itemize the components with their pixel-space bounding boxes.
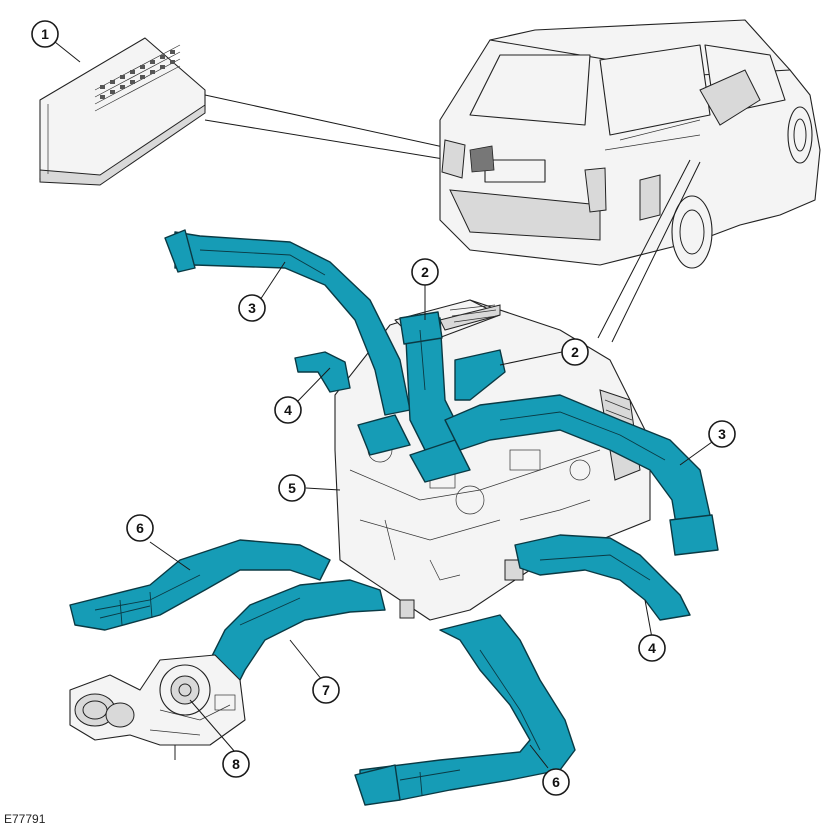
callout-2-right: 2 — [561, 338, 589, 366]
svg-text:3: 3 — [718, 426, 726, 442]
duct-4-right — [514, 534, 691, 621]
leader-line — [204, 119, 481, 166]
callout-6-right: 6 — [542, 768, 570, 796]
svg-text:6: 6 — [552, 774, 560, 790]
filter-module-part — [39, 37, 206, 186]
duct-outlet-3-right — [669, 514, 719, 556]
callout-4-right: 4 — [638, 634, 666, 662]
callout-3-right: 3 — [708, 420, 736, 448]
duct-3-left — [174, 231, 411, 416]
callout-2-top: 2 — [411, 258, 439, 286]
callout-5: 5 — [278, 474, 306, 502]
duct-assembly — [69, 229, 719, 806]
svg-text:7: 7 — [322, 682, 330, 698]
duct-6-left — [69, 539, 331, 631]
callout-3-left: 3 — [238, 294, 266, 322]
svg-text:4: 4 — [284, 402, 292, 418]
svg-text:8: 8 — [232, 756, 240, 772]
duct-2-right — [454, 349, 506, 401]
svg-text:6: 6 — [136, 520, 144, 536]
leader-line — [597, 159, 691, 339]
callout-4-left: 4 — [274, 396, 302, 424]
duct-center-lower-2 — [409, 439, 471, 483]
callout-leaders — [54, 41, 713, 769]
duct-4-left — [294, 351, 351, 393]
svg-text:2: 2 — [421, 264, 429, 280]
svg-text:5: 5 — [288, 480, 296, 496]
svg-text:2: 2 — [571, 344, 579, 360]
duct-center-lower — [357, 414, 411, 456]
leader-line — [611, 161, 701, 343]
blower-motor-part — [69, 654, 246, 760]
callouts: 1 2 2 3 3 4 4 5 — [31, 20, 736, 796]
callout-8: 8 — [222, 750, 250, 778]
duct-outlet-3-left — [164, 229, 196, 273]
vehicle-illustration — [439, 19, 821, 269]
svg-text:1: 1 — [41, 26, 49, 42]
figure-reference: E77791 — [4, 812, 46, 826]
leader-line — [204, 94, 481, 156]
callout-1: 1 — [31, 20, 59, 48]
svg-text:3: 3 — [248, 300, 256, 316]
callout-6-left: 6 — [126, 514, 154, 542]
callout-7: 7 — [312, 676, 340, 704]
svg-text:4: 4 — [648, 640, 656, 656]
duct-6-right-foot — [354, 764, 401, 806]
